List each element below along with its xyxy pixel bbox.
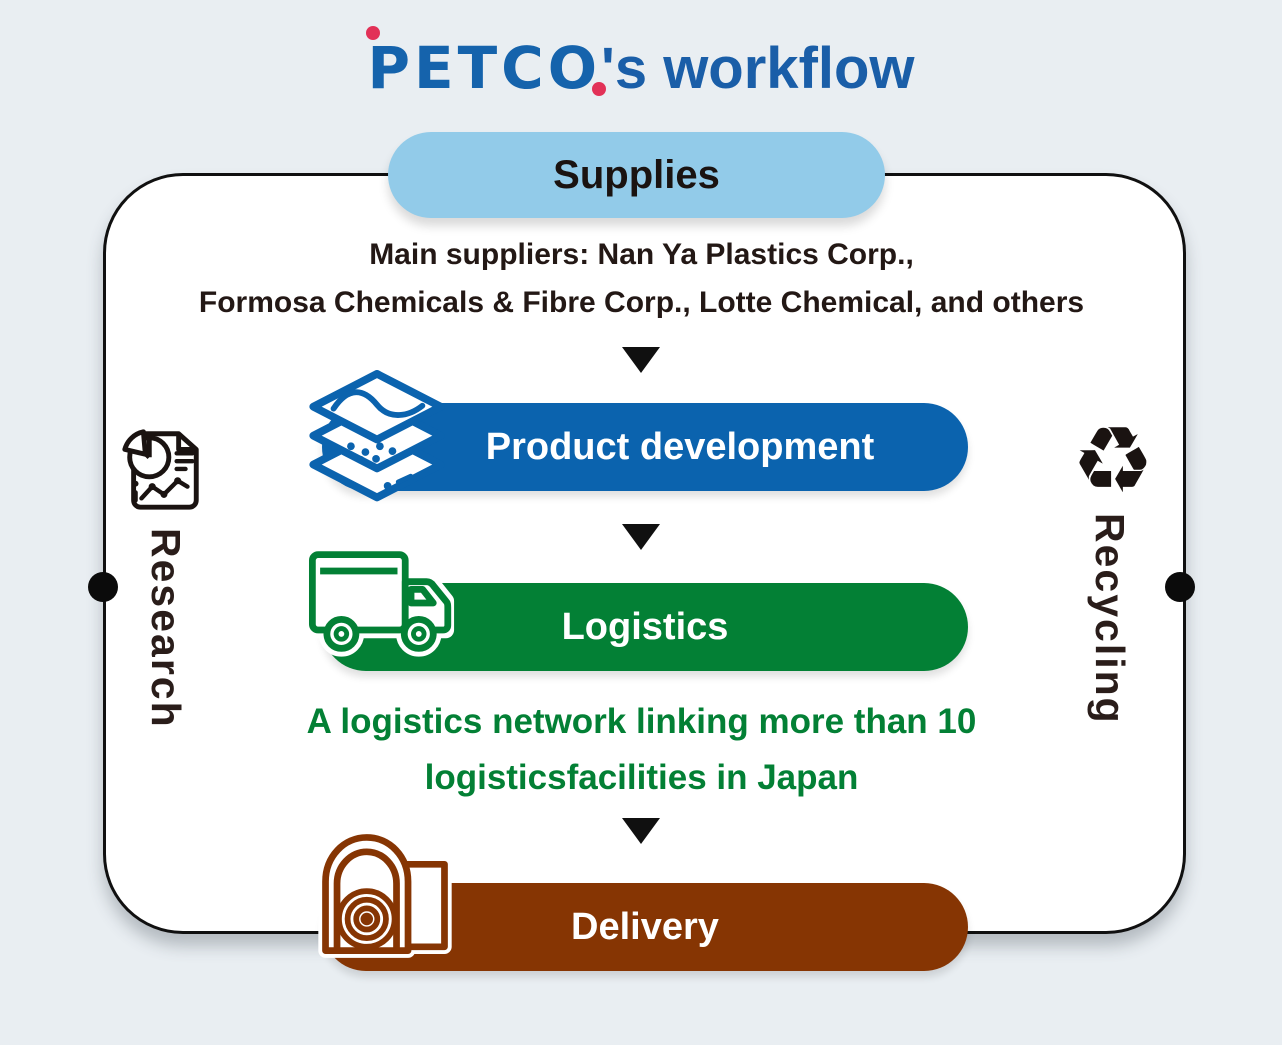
logistics-note-line-1: A logistics network linking more than 10 [306, 702, 977, 741]
film-layers-icon [309, 370, 445, 502]
right-edge-dot [1165, 572, 1195, 602]
left-edge-dot [88, 572, 118, 602]
truck-icon [304, 546, 455, 657]
down-arrow-icon [622, 818, 660, 844]
workflow-panel [103, 173, 1186, 934]
suppliers-line-2: Formosa Chemicals & Fibre Corp., Lotte C… [198, 286, 1085, 319]
suppliers-line-1: Main suppliers: Nan Ya Plastics Corp., [369, 238, 914, 271]
supplies-pill: Supplies [388, 132, 885, 218]
research-label: Research [143, 528, 189, 729]
page-title: PETCO 's workflow [0, 26, 1282, 102]
step-product-development-label: Product development [485, 425, 875, 468]
logistics-note: A logistics network linking more than 10… [103, 694, 1180, 806]
down-arrow-icon [622, 347, 660, 373]
supplies-label: Supplies [553, 152, 720, 197]
logo-text: PETCO [367, 34, 602, 102]
recycling-label: Recycling [1087, 513, 1133, 725]
step-product-development: Product development [322, 403, 968, 491]
logo-red-dot-bottom [592, 82, 607, 96]
title-suffix: 's workflow [601, 36, 915, 101]
logistics-note-line-2: logisticsfacilities in Japan [424, 758, 859, 797]
logo-red-dot-top [366, 26, 381, 40]
step-logistics-label: Logistics [561, 605, 729, 648]
suppliers-text: Main suppliers: Nan Ya Plastics Corp., F… [103, 231, 1180, 327]
film-roll-icon [318, 830, 452, 958]
down-arrow-icon [622, 524, 660, 550]
step-delivery-label: Delivery [571, 905, 719, 948]
petco-logo: PETCO [366, 26, 607, 102]
report-chart-icon [122, 429, 199, 510]
recycle-icon: ♻ [1071, 407, 1155, 514]
